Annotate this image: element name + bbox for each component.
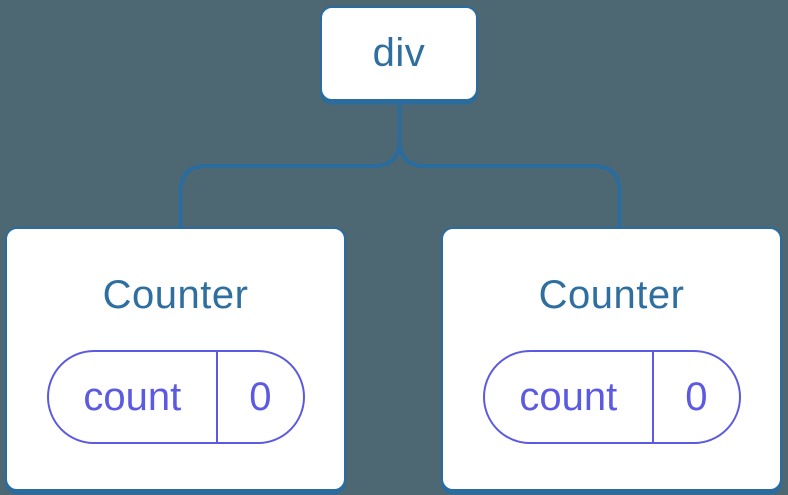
component-title: Counter xyxy=(538,273,685,317)
state-key: count xyxy=(49,352,219,442)
component-title: Counter xyxy=(102,273,249,317)
root-node-label: div xyxy=(372,31,426,75)
state-pill: count 0 xyxy=(482,350,741,444)
state-value: 0 xyxy=(685,374,708,419)
root-node-div: div xyxy=(320,6,478,101)
state-key: count xyxy=(485,352,655,442)
counter-card-left: Counter count 0 xyxy=(5,227,346,491)
connector-left-branch xyxy=(178,100,402,228)
connector-right-branch xyxy=(397,100,622,228)
state-pill: count 0 xyxy=(46,350,305,444)
state-value: 0 xyxy=(249,374,272,419)
counter-card-right: Counter count 0 xyxy=(441,227,782,491)
